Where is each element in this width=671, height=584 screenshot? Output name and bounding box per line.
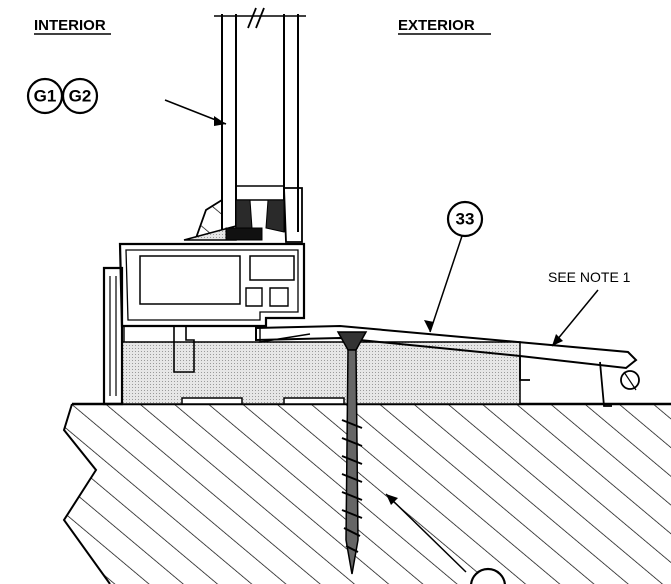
substrate-concrete: [62, 402, 671, 584]
sill-flashing: [255, 324, 640, 407]
window-frame-profile: [102, 242, 311, 406]
callout-g1-text: G1: [34, 87, 57, 106]
see-note-label: SEE NOTE 1: [548, 269, 631, 285]
insulated-glass-unit: [214, 7, 306, 232]
callout-33-text: 33: [456, 210, 475, 229]
callout-g2-text: G2: [69, 87, 92, 106]
callout-g2: G2: [61, 77, 99, 115]
anchor-screw: [336, 331, 368, 575]
leader-33: [429, 235, 463, 333]
leader-see-note: [551, 289, 599, 347]
callout-33: 33: [446, 200, 484, 238]
callout-g1: G1: [26, 77, 64, 115]
interior-label: INTERIOR: [34, 17, 106, 34]
glazing-bead-and-gaskets: [183, 187, 303, 243]
exterior-label: EXTERIOR: [398, 17, 475, 34]
leader-lines: [164, 99, 599, 573]
callout-screw-partial: [470, 567, 506, 584]
leader-screw: [385, 493, 467, 573]
sill-packing-fill: [121, 341, 521, 405]
